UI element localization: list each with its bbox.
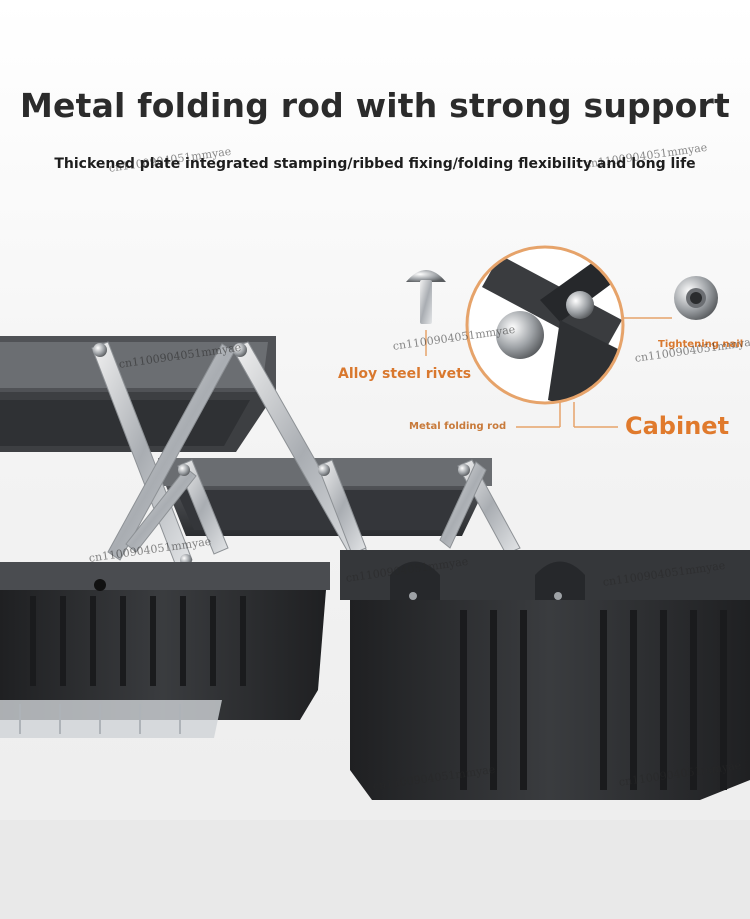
cabinet-label: Cabinet xyxy=(625,412,730,440)
tightening-nail-label: Tightening nail xyxy=(658,339,744,350)
metal-folding-rod-label: Metal folding rod xyxy=(409,421,507,432)
alloy-steel-rivets-label: Alloy steel rivets xyxy=(338,366,472,382)
subheadline: Thickened plate integrated stamping/ribb… xyxy=(54,156,696,172)
nail-detail xyxy=(674,276,718,320)
folding-rods xyxy=(91,341,521,567)
headline: Metal folding rod with strong support xyxy=(19,86,731,125)
rivet-detail xyxy=(406,270,446,324)
leader-lines xyxy=(425,317,672,428)
left-lower-box xyxy=(0,562,330,738)
right-cabinet-box xyxy=(340,550,750,800)
